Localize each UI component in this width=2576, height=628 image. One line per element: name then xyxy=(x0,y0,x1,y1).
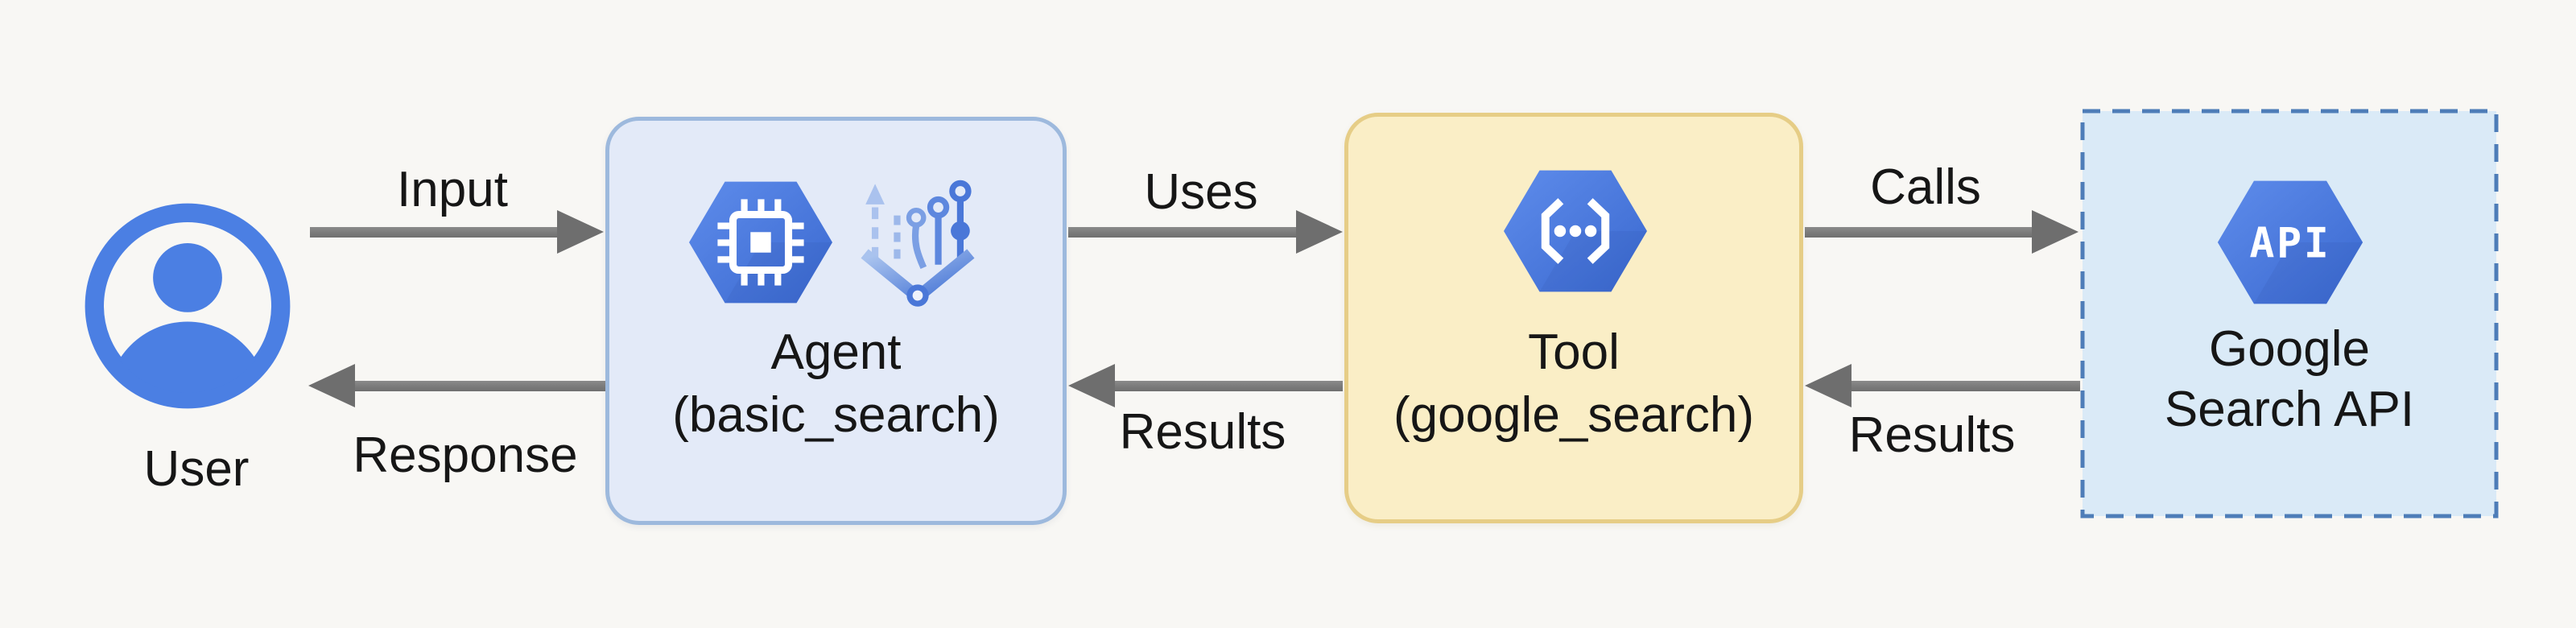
tool-node: Tool (google_search) xyxy=(1344,113,1803,523)
user-node-label: User xyxy=(143,441,250,497)
api-hexagon-icon: API xyxy=(2217,180,2363,304)
agent-node: Agent (basic_search) xyxy=(605,117,1067,525)
calls-arrow-head xyxy=(2032,210,2079,254)
agent-flow-icon xyxy=(861,180,975,307)
results-api-tool-arrow-head xyxy=(1805,364,1852,407)
agent-node-subtitle: (basic_search) xyxy=(672,387,1000,443)
uses-edge-label: Uses xyxy=(1144,164,1258,220)
results-tool-agent-edge-label: Results xyxy=(1119,404,1286,460)
google-search-api-node: API Google Search API xyxy=(2080,109,2499,519)
api-node-title: Google xyxy=(2209,321,2370,377)
response-edge-label: Response xyxy=(353,428,578,483)
api-node-subtitle: Search API xyxy=(2164,382,2415,437)
response-arrow-head xyxy=(308,364,355,407)
response-arrow-line xyxy=(353,381,605,391)
agent-node-title: Agent xyxy=(770,324,902,380)
tool-node-subtitle: (google_search) xyxy=(1393,387,1755,443)
code-brackets-hexagon-icon xyxy=(1504,170,1647,292)
calls-edge-label: Calls xyxy=(1870,159,1981,215)
calls-arrow-line xyxy=(1805,227,2033,238)
uses-arrow-head xyxy=(1296,210,1343,254)
input-edge-label: Input xyxy=(397,162,508,217)
dashed-border xyxy=(2080,109,2499,519)
results-tool-agent-arrow-line xyxy=(1113,381,1343,391)
results-tool-agent-arrow-head xyxy=(1068,364,1115,407)
uses-arrow-line xyxy=(1068,227,1298,238)
results-api-tool-arrow-line xyxy=(1849,381,2080,391)
input-arrow-head xyxy=(557,210,604,254)
input-arrow-line xyxy=(310,227,559,238)
svg-text:API: API xyxy=(2249,219,2330,267)
user-icon xyxy=(85,203,291,409)
tool-node-title: Tool xyxy=(1528,324,1620,380)
cpu-hexagon-icon xyxy=(689,181,832,304)
results-api-tool-edge-label: Results xyxy=(1848,407,2016,463)
